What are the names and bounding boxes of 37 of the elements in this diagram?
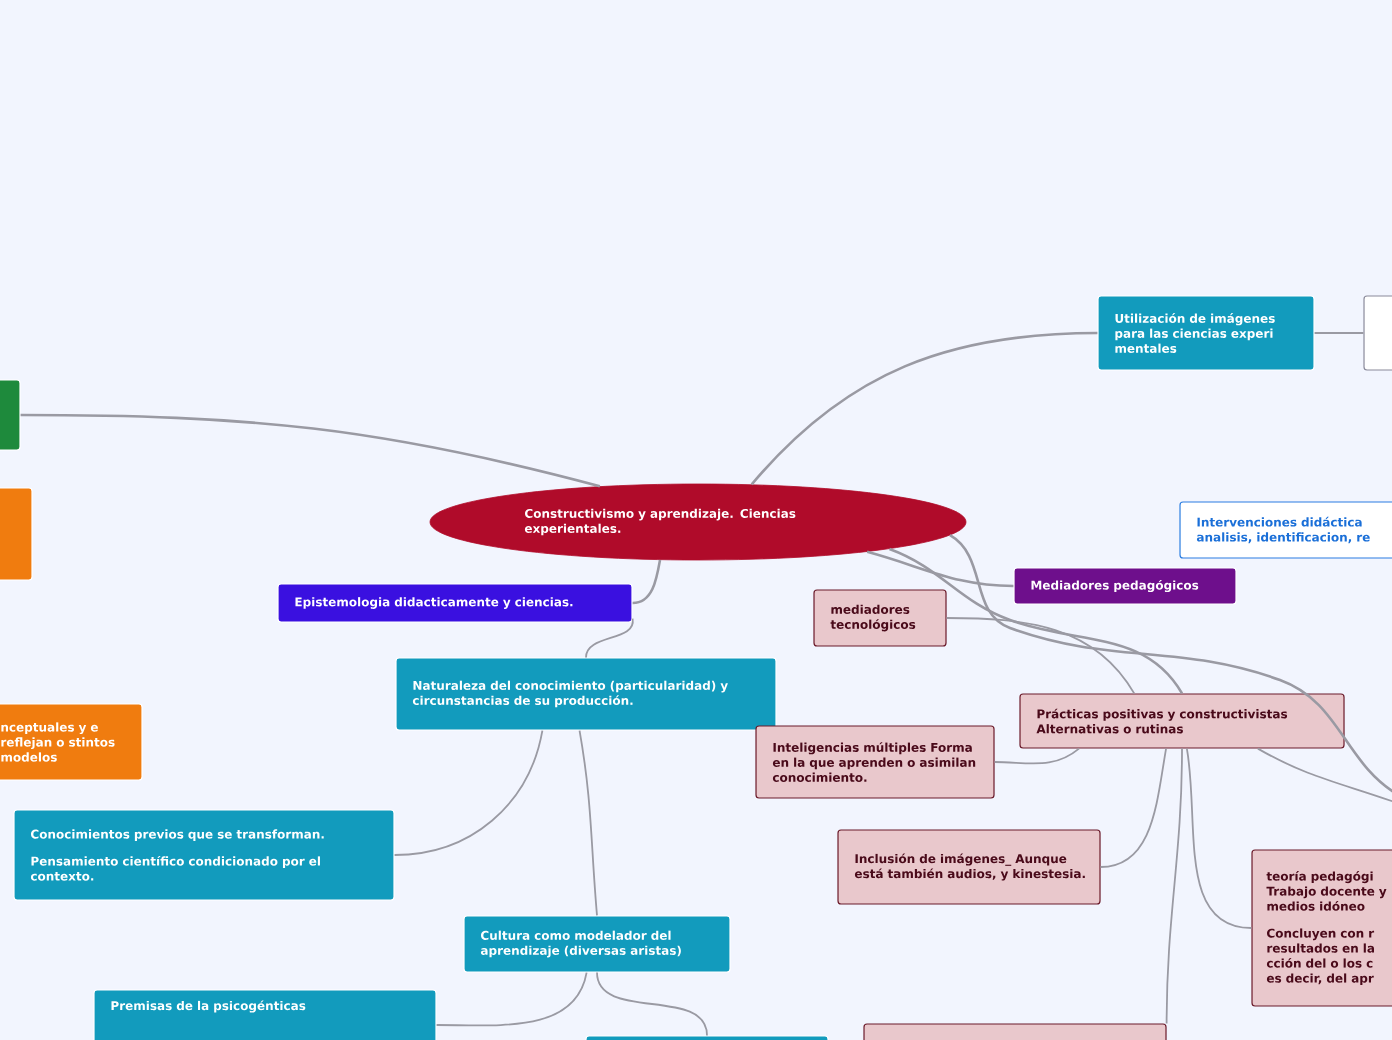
topic-box [1179, 501, 1392, 559]
connector-line [945, 617, 1136, 695]
connector-line [596, 971, 708, 1037]
topic-box [837, 829, 1101, 905]
topic-box [463, 915, 731, 973]
connector-line [1256, 747, 1392, 805]
connector-line [1313, 332, 1365, 334]
connector-line [1165, 747, 1183, 1025]
topic-box [0, 487, 33, 581]
topic-box [585, 1035, 829, 1040]
connector-line [632, 559, 662, 605]
connector-line [1099, 747, 1167, 868]
connector-line [20, 413, 601, 488]
connector-line [866, 550, 1014, 588]
topic-box [0, 703, 143, 781]
connector-line [578, 729, 598, 917]
topic-box [1363, 295, 1392, 371]
topic-box [93, 989, 437, 1040]
topic-box [0, 379, 21, 451]
topic-box [755, 725, 995, 799]
topic-box [813, 589, 947, 647]
connector-line [888, 547, 1184, 695]
topic-box [1097, 295, 1315, 371]
topic-box [277, 583, 633, 623]
topic-box [395, 657, 777, 731]
topic-box [1019, 693, 1345, 749]
topic-box [863, 1023, 1167, 1040]
connector-line [435, 971, 588, 1027]
topic-box [13, 809, 395, 901]
connector-line [993, 747, 1080, 765]
topic-box [1251, 849, 1392, 1007]
central-ellipse [429, 483, 967, 561]
topic-box [1013, 567, 1237, 605]
connector-line [393, 729, 544, 856]
connector-line [585, 617, 634, 659]
connector-line [750, 331, 1098, 486]
connector-line [1186, 747, 1253, 929]
